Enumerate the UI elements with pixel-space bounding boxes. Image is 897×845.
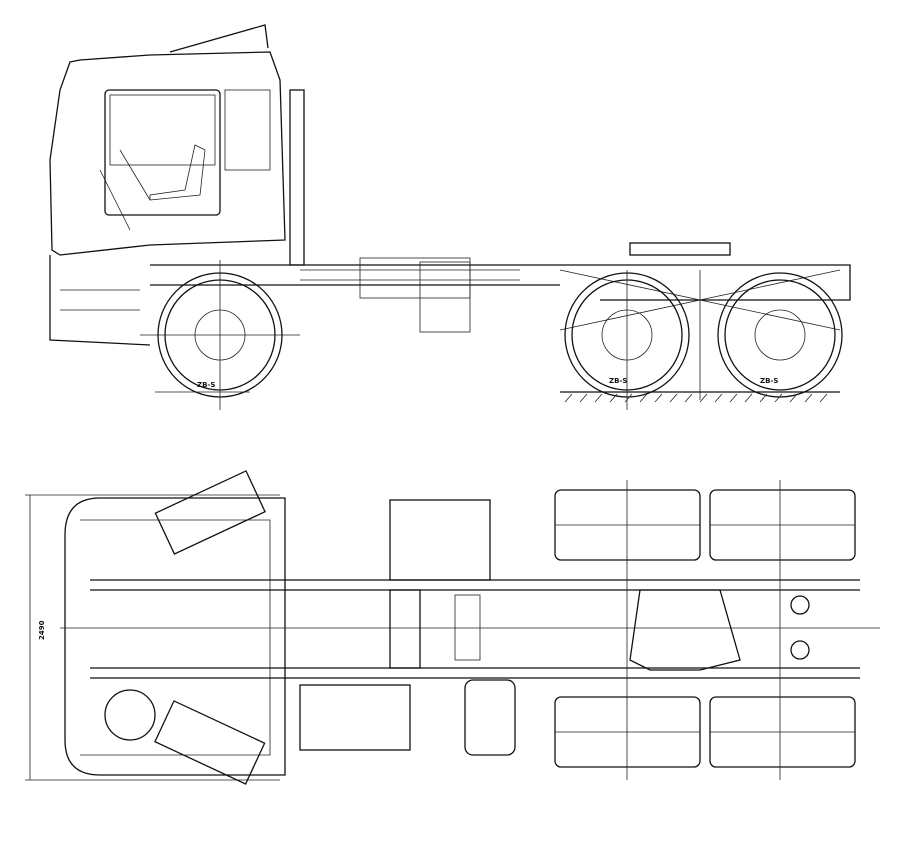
rear-wheel-2: ZB-S <box>699 270 843 400</box>
width-dimension: 2490 <box>38 620 46 640</box>
side-view: ZB-S ZB-S ZB-S <box>49 24 851 410</box>
top-view: 2490 <box>25 470 880 785</box>
frame-rails-top <box>60 499 880 756</box>
rear-wheel-1: ZB-S <box>564 270 690 410</box>
frame-rail-side <box>150 242 851 333</box>
rear-tires-top <box>554 480 856 780</box>
cab-top <box>64 470 286 785</box>
dimension-line: 2490 <box>25 494 280 781</box>
wheel-label: ZB-S <box>609 377 627 385</box>
front-wheel: ZB-S <box>140 260 300 410</box>
wheel-label: ZB-S <box>197 381 215 389</box>
ground-line <box>560 391 840 403</box>
cab <box>49 24 305 346</box>
wheel-label: ZB-S <box>760 377 778 385</box>
